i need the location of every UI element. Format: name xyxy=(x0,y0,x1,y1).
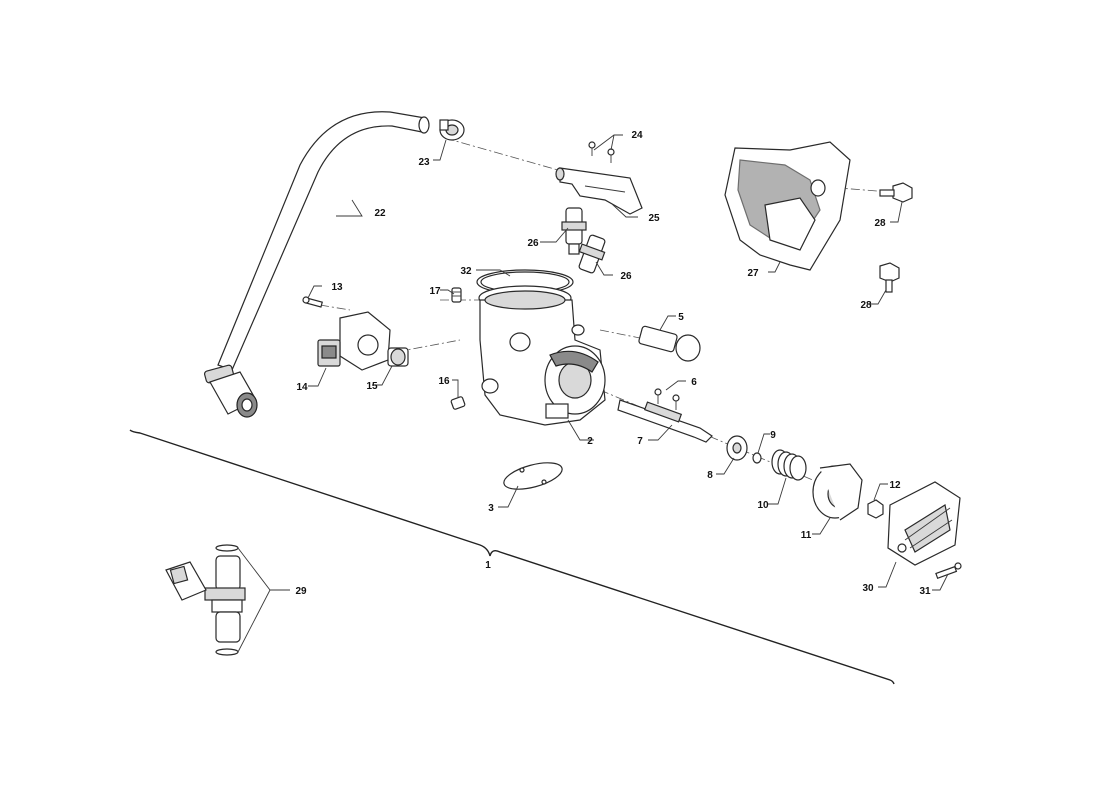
injector-a xyxy=(561,207,587,255)
pulley-nut xyxy=(867,499,884,519)
callout-9: 9 xyxy=(770,430,776,441)
shaft-screws xyxy=(654,388,680,410)
callout-14: 14 xyxy=(296,382,308,393)
throttle-body xyxy=(478,285,606,426)
callout-15: 15 xyxy=(366,381,378,392)
idle-air-valve xyxy=(638,325,701,362)
injector-b xyxy=(578,234,606,274)
pulley-cover xyxy=(887,481,961,566)
callout-8: 8 xyxy=(707,470,713,481)
return-spring xyxy=(771,449,807,481)
callout-2: 2 xyxy=(587,436,593,447)
group-bracket xyxy=(129,429,895,685)
throttle-plate xyxy=(503,462,563,490)
airbox-bolt-a xyxy=(879,182,913,203)
cover-screw xyxy=(935,562,962,580)
fuel-rail xyxy=(555,167,643,215)
shaft-bearing xyxy=(726,435,748,461)
callout-32: 32 xyxy=(460,266,472,277)
callout-labels: 1 2 3 5 6 7 8 9 10 11 12 13 14 15 16 17 … xyxy=(295,130,931,597)
callout-1: 1 xyxy=(485,560,491,571)
callout-12: 12 xyxy=(889,480,901,491)
callout-30: 30 xyxy=(862,583,874,594)
throttle-shaft xyxy=(617,399,713,443)
injector-assembly xyxy=(165,544,246,656)
callout-5: 5 xyxy=(678,312,684,323)
callout-24: 24 xyxy=(631,130,643,141)
callout-10: 10 xyxy=(757,500,769,511)
bushing xyxy=(387,347,409,367)
airbox-bolt-b xyxy=(879,262,900,293)
callout-13: 13 xyxy=(331,282,343,293)
cover-screws xyxy=(588,141,615,163)
circlip xyxy=(752,452,762,464)
callout-27: 27 xyxy=(747,268,759,279)
callout-29: 29 xyxy=(295,586,307,597)
throttle-pulley xyxy=(812,463,863,521)
small-spring xyxy=(451,287,462,303)
hose-clamp xyxy=(439,119,465,141)
throttle-position-sensor xyxy=(317,311,391,371)
callout-16: 16 xyxy=(438,376,450,387)
callout-6: 6 xyxy=(691,377,697,388)
callout-31: 31 xyxy=(919,586,931,597)
leader-lines xyxy=(237,134,949,653)
breather-hose xyxy=(203,111,430,418)
callout-28-a: 28 xyxy=(874,218,886,229)
callout-7: 7 xyxy=(637,436,643,447)
callout-22: 22 xyxy=(374,208,386,219)
callout-3: 3 xyxy=(488,503,494,514)
callout-25: 25 xyxy=(648,213,660,224)
callout-26-b: 26 xyxy=(620,271,632,282)
callout-17: 17 xyxy=(429,286,441,297)
airbox-cover xyxy=(724,141,851,271)
callout-11: 11 xyxy=(801,530,812,541)
bypass-plug xyxy=(450,396,466,410)
callout-28-b: 28 xyxy=(860,300,872,311)
callout-23: 23 xyxy=(418,157,430,168)
sensor-screw xyxy=(302,296,323,308)
callout-26-a: 26 xyxy=(527,238,539,249)
